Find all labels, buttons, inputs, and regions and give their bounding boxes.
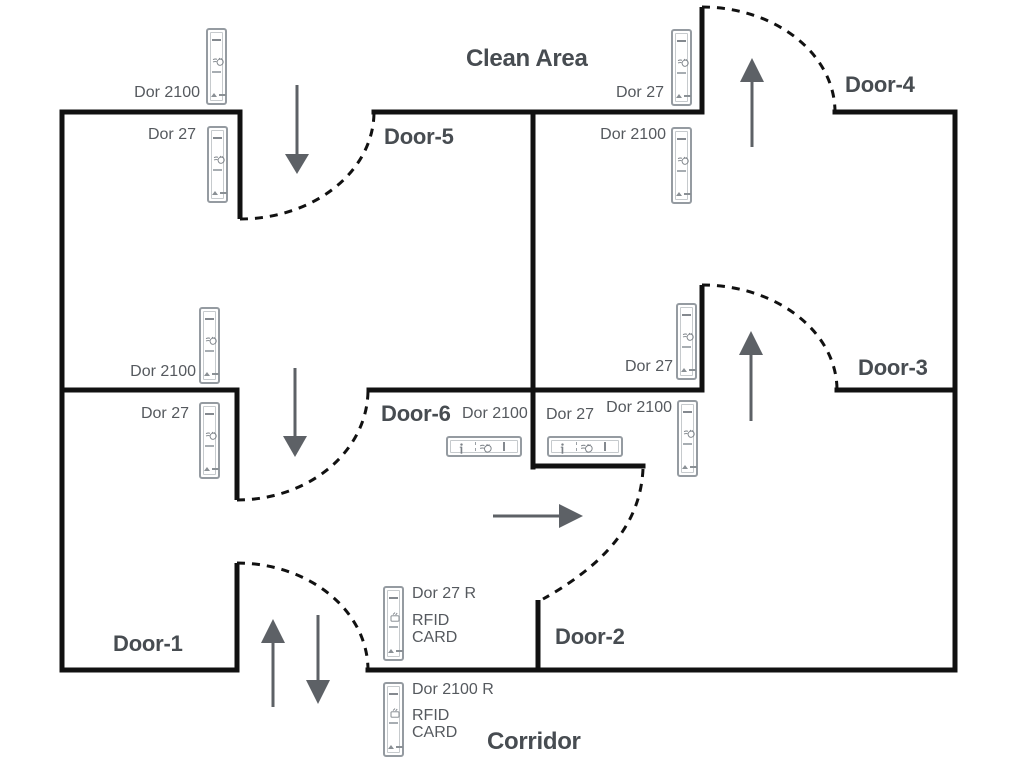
door1-swing-arc	[236, 561, 370, 671]
warning-triangle-icon	[204, 372, 210, 376]
reader-label-door1-rfid: Dor 27 R	[412, 585, 477, 602]
warning-triangle-icon	[676, 192, 682, 196]
flow-arrows	[261, 58, 764, 707]
notouch-reader-device-door5-outside	[206, 28, 227, 105]
hand-wave-icon	[580, 442, 593, 455]
door6-swing-arc	[236, 389, 370, 502]
door6-arrow-down	[283, 368, 307, 457]
door3-swing-arc	[701, 283, 839, 391]
hand-wave-icon	[682, 331, 694, 343]
notouch-reader-device-door3-outside	[676, 303, 697, 380]
notouch-reader-device-door4-outside	[671, 29, 692, 106]
device-footer-marks	[211, 93, 226, 97]
hand-wave-icon	[205, 335, 217, 347]
warning-triangle-icon	[682, 465, 688, 469]
reader-label-corridor-rfid: Dor 2100 R	[412, 681, 494, 698]
reader-sub-card-1: CARD	[412, 629, 458, 646]
notouch-reader-device-door5-inside	[207, 126, 228, 203]
door5-swing-arc	[239, 111, 376, 221]
warning-triangle-icon	[388, 649, 394, 653]
door-5-label: Door-5	[384, 124, 454, 149]
reader-label-door3-inside: Dor 2100	[606, 399, 672, 416]
hand-wave-icon	[205, 430, 217, 442]
door-6-label: Door-6	[381, 401, 451, 426]
warning-triangle-icon	[211, 93, 217, 97]
door5-arrow-down	[285, 85, 309, 174]
door2-swing-arc	[542, 468, 645, 601]
notouch-reader-device-door4-inside	[671, 127, 692, 204]
rfid-card-reader-device-door1	[383, 586, 404, 661]
reader-label-door2-horizontal: Dor 27	[546, 406, 595, 423]
walls	[59, 109, 958, 673]
reader-label-door6-inside: Dor 27	[140, 405, 189, 422]
reader-label-door5-inside: Dor 27	[147, 126, 196, 143]
reader-label-door6-outside: Dor 2100	[130, 363, 196, 380]
door1-arrow-down	[306, 615, 330, 704]
hand-wave-icon	[677, 57, 689, 69]
reader-label-door5-outside: Dor 2100	[134, 84, 200, 101]
reader-sub-card-2: CARD	[412, 724, 458, 741]
warning-triangle-icon	[676, 94, 682, 98]
door2-arrow-right	[493, 504, 583, 528]
warning-triangle-icon	[681, 368, 687, 372]
rfid-card-icon	[389, 611, 401, 623]
device-microtext	[212, 71, 221, 73]
notouch-reader-device-door6-inside	[199, 402, 220, 479]
hand-wave-icon	[479, 442, 492, 455]
info-icon	[558, 442, 567, 455]
notouch-reader-device-door6-outside	[199, 307, 220, 384]
clean-area-label: Clean Area	[466, 45, 588, 72]
reader-sub-rfid-1: RFID	[412, 612, 450, 629]
door-2-label: Door-2	[555, 624, 625, 649]
door-1-label: Door-1	[113, 631, 183, 656]
device-top-line	[212, 39, 221, 41]
rfid-card-reader-device-corridor	[383, 682, 404, 757]
door4-arrow-up	[740, 58, 764, 147]
reader-label-door6-horizontal: Dor 2100	[462, 405, 528, 422]
door-swing-arcs	[236, 5, 839, 671]
warning-triangle-icon	[388, 745, 394, 749]
hand-wave-icon	[677, 155, 689, 167]
door-3-label: Door-3	[858, 355, 928, 380]
hand-wave-icon	[212, 56, 224, 68]
door-leaves	[234, 7, 705, 670]
info-icon	[457, 442, 466, 455]
door4-swing-arc	[701, 5, 837, 113]
reader-label-door3-outside: Dor 27	[624, 358, 673, 375]
door1-arrow-up	[261, 619, 285, 707]
door-4-label: Door-4	[845, 72, 915, 97]
device-panel	[210, 32, 223, 101]
rfid-card-icon	[389, 707, 401, 719]
hand-wave-icon	[683, 428, 695, 440]
warning-triangle-icon	[204, 467, 210, 471]
door3-arrow-up	[739, 331, 763, 421]
notouch-reader-device-door6-horizontal	[446, 436, 522, 457]
reader-sub-rfid-2: RFID	[412, 707, 450, 724]
reader-label-door4-inside: Dor 2100	[600, 126, 666, 143]
hand-wave-icon	[213, 154, 225, 166]
reader-label-door4-outside: Dor 27	[615, 84, 664, 101]
corridor-label: Corridor	[487, 728, 581, 755]
notouch-reader-device-door3-inside	[677, 400, 698, 477]
warning-triangle-icon	[212, 191, 218, 195]
notouch-reader-device-door2-horizontal	[547, 436, 623, 457]
